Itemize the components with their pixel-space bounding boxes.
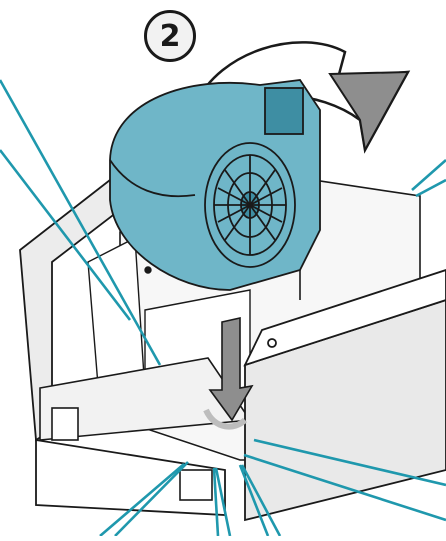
step-number-label: 2 [159, 18, 181, 54]
housing-base-shelf [39, 357, 252, 501]
insert-down-arrow-icon [203, 317, 254, 430]
blower-fan-unit [109, 79, 321, 291]
step-number-badge: 2 [144, 10, 196, 62]
housing-right-panel [243, 269, 446, 522]
callout-leader-lines [0, 79, 446, 537]
